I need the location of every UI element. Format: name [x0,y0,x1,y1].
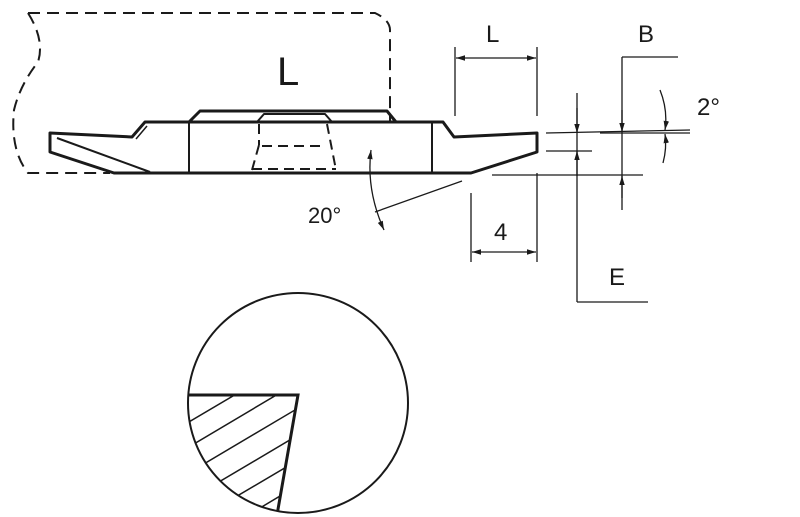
bevel-angle-dimension [367,149,463,231]
detail-view [187,292,409,514]
e-dimension-label: E [609,264,625,291]
b-dimension [619,56,678,210]
small-angle-dimension [659,89,670,164]
blade-profile [48,109,539,175]
hatching [188,395,298,510]
dashed-outline [12,12,391,174]
four-dimension-label: 4 [494,219,507,246]
length-dimension [454,47,538,116]
main-length-label: L [277,50,299,94]
four-dimension [470,173,538,262]
reference-lines [492,129,691,176]
small-angle-label: 2° [697,94,720,121]
bevel-angle-label: 20° [308,203,341,228]
b-dimension-label: B [638,21,654,48]
detail-edge [188,393,300,513]
hidden-lines [251,123,337,171]
length-dimension-label: L [486,21,499,48]
e-dimension [574,93,648,303]
